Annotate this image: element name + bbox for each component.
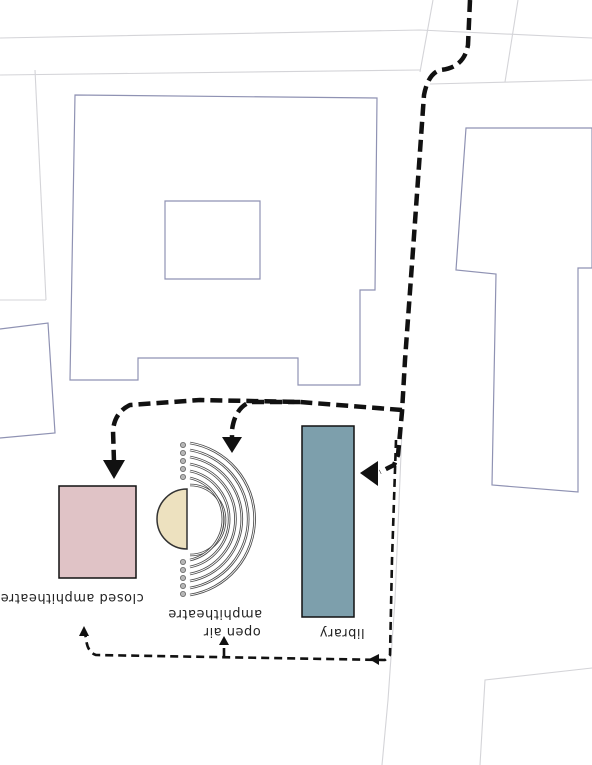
arrowhead-back-library [369,654,379,665]
label-open-air-line2: amphitheatre [168,606,262,621]
arrowhead-back-open-air [219,636,229,645]
courtyard-outline [164,200,261,280]
east-building-outline [455,127,592,493]
open-air-amphitheatre [156,441,256,598]
library-block [301,425,355,618]
arrowhead-back-closed [79,626,89,636]
secondary-circulation-path [79,439,398,665]
main-circulation-path [103,0,473,486]
arrowhead-closed-amphitheatre [103,460,125,479]
label-library: library [319,625,364,640]
amphitheatre-stage [156,488,188,550]
amphitheatre-aisle-dots [179,441,186,598]
amphitheatre-seating-rows [189,441,256,597]
label-open-air-line1: open air [203,624,261,639]
arrowhead-library [360,461,378,486]
building-outlines [0,94,592,493]
arrowhead-open-air [222,437,242,453]
main-building-outline [69,94,378,386]
label-closed-amphitheatre: closed amphitheatre [0,590,144,605]
west-building-outline [0,322,56,439]
closed-amphitheatre-block [58,485,137,579]
